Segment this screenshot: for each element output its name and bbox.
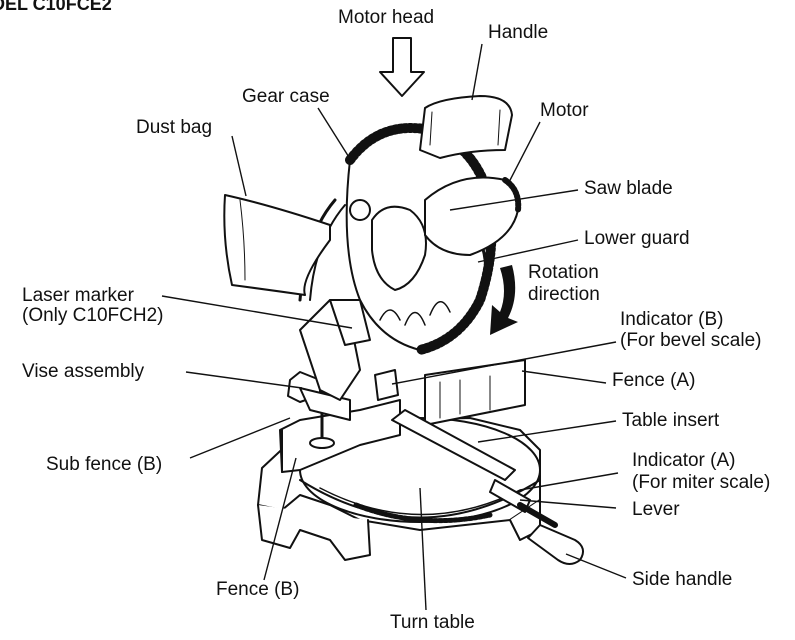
- label-vise-assembly: Vise assembly: [22, 361, 145, 382]
- label-handle: Handle: [488, 22, 549, 43]
- label-indicator-a-line1: Indicator (A): [632, 450, 736, 471]
- label-saw-blade: Saw blade: [584, 178, 673, 199]
- label-lower-guard: Lower guard: [584, 228, 690, 249]
- label-sub-fence-b: Sub fence (B): [46, 454, 163, 475]
- label-turn-table: Turn table: [390, 612, 475, 633]
- label-fence-b: Fence (B): [216, 579, 300, 600]
- model-title: DEL C10FCE2: [0, 0, 112, 14]
- handle-shape: [419, 95, 513, 159]
- motor-head-arrow-icon: [379, 37, 425, 97]
- label-indicator-b-line1: Indicator (B): [620, 309, 724, 330]
- label-laser-marker-line1: Laser marker: [22, 285, 134, 306]
- label-table-insert: Table insert: [622, 410, 720, 431]
- label-fence-a: Fence (A): [612, 370, 696, 391]
- motor-shape: [424, 176, 520, 256]
- label-rotation-line2: direction: [528, 284, 600, 305]
- table-insert-shape: [391, 409, 516, 481]
- label-motor-head: Motor head: [338, 7, 435, 28]
- label-indicator-b-line2: (For bevel scale): [620, 330, 762, 351]
- label-motor: Motor: [540, 100, 589, 121]
- label-gear-case: Gear case: [242, 86, 330, 107]
- laser-marker-shape: [329, 299, 371, 346]
- label-indicator-a-line2: (For miter scale): [632, 472, 771, 493]
- label-rotation-line1: Rotation: [528, 262, 599, 283]
- label-dust-bag: Dust bag: [136, 117, 213, 138]
- rotation-direction-arrow-icon: [490, 265, 518, 335]
- leader-lines: [161, 43, 627, 611]
- label-lever: Lever: [632, 499, 680, 520]
- fence-b-shape: [279, 399, 401, 473]
- label-side-handle: Side handle: [632, 569, 733, 590]
- label-laser-marker-line2: (Only C10FCH2): [22, 305, 164, 326]
- dust-bag-shape: [223, 194, 331, 296]
